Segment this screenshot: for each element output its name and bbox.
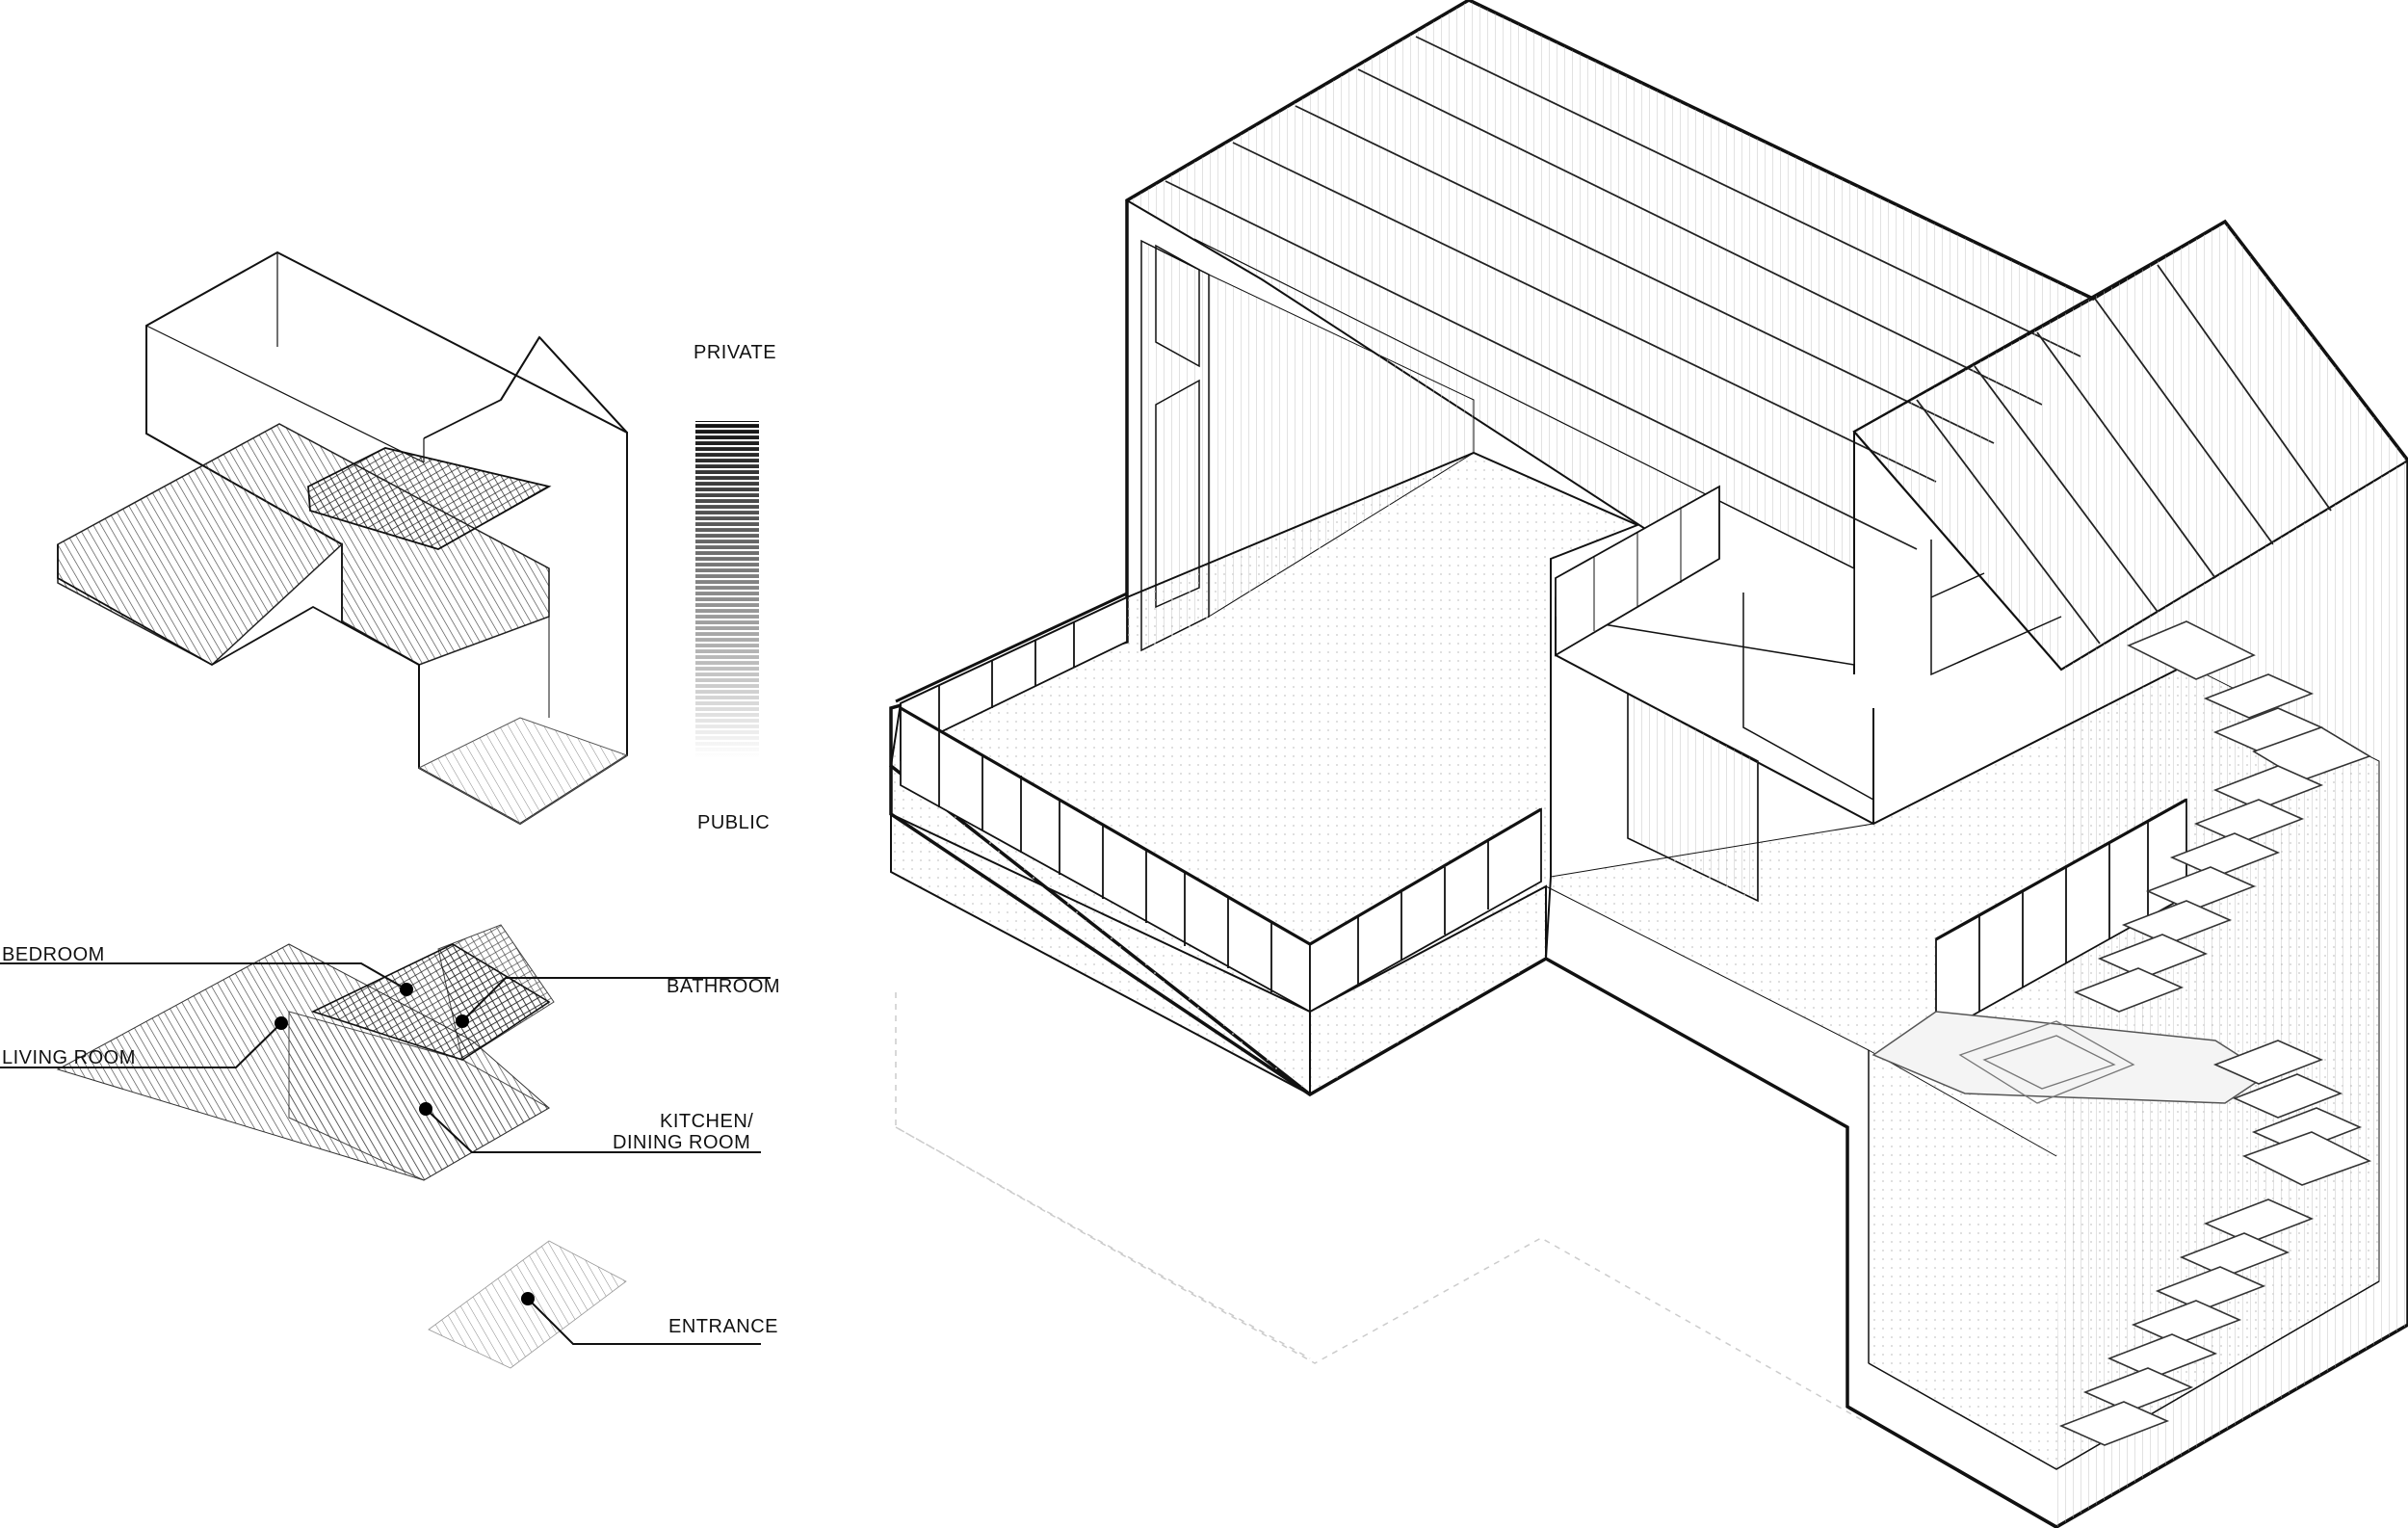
- mini-axonometric-model: [57, 250, 629, 826]
- scale-label-private: PRIVATE: [694, 342, 776, 363]
- label-bedroom: BEDROOM: [2, 944, 105, 965]
- privacy-scale: [695, 421, 759, 758]
- label-kitchen-line2: DINING ROOM: [613, 1132, 750, 1153]
- label-entrance: ENTRANCE: [668, 1316, 778, 1337]
- zone-bathroom: [437, 924, 555, 1061]
- label-kitchen-line1: KITCHEN/: [660, 1111, 753, 1132]
- zone-kitchen-dining: [288, 1011, 551, 1181]
- label-living-room: LIVING ROOM: [2, 1047, 136, 1068]
- main-axonometric-house: [889, 0, 2408, 1528]
- zone-legend: [0, 924, 771, 1369]
- scale-label-public: PUBLIC: [697, 812, 770, 833]
- label-bathroom: BATHROOM: [667, 976, 780, 997]
